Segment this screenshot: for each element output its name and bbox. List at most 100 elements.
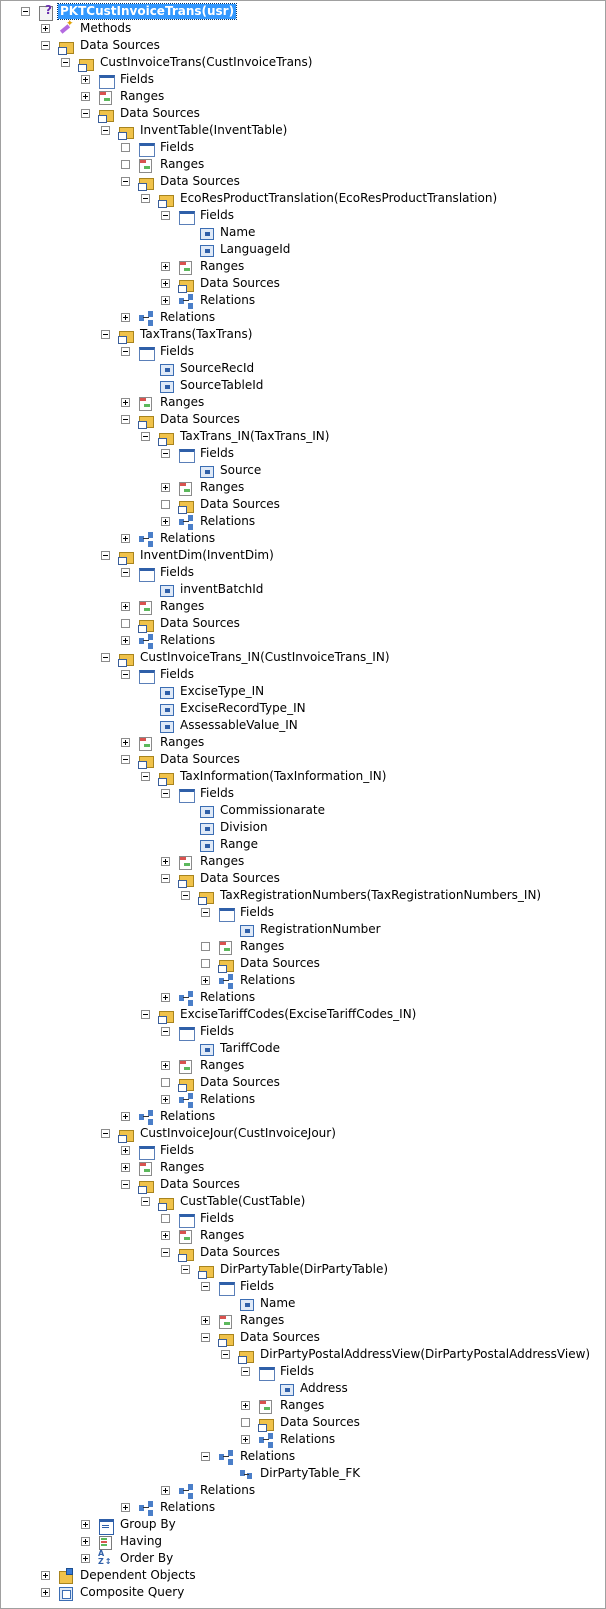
expand-toggle[interactable]	[161, 517, 170, 526]
empty-toggle[interactable]	[161, 1078, 170, 1087]
collapse-toggle[interactable]	[161, 789, 170, 798]
tree-node[interactable]: Ranges	[161, 853, 246, 870]
collapse-toggle[interactable]	[181, 891, 190, 900]
expand-toggle[interactable]	[121, 534, 130, 543]
collapse-toggle[interactable]	[121, 177, 130, 186]
tree-node[interactable]: Relations	[161, 292, 257, 309]
tree-node[interactable]: Relations	[121, 632, 217, 649]
tree-node[interactable]: Group By	[81, 1516, 178, 1535]
tree-node[interactable]: TaxRegistrationNumbers(TaxRegistrationNu…	[181, 887, 543, 905]
collapse-toggle[interactable]	[101, 1129, 110, 1138]
tree-node[interactable]: Data Sources	[121, 1176, 242, 1194]
tree-node[interactable]: Source	[181, 462, 263, 479]
tree-node[interactable]: Fields	[121, 1142, 196, 1160]
tree-node[interactable]: Relations	[121, 309, 217, 326]
tree-node[interactable]: Data Sources	[81, 105, 202, 123]
expand-toggle[interactable]	[201, 1316, 210, 1325]
tree-node[interactable]: Ranges	[121, 1159, 206, 1176]
collapse-toggle[interactable]	[201, 1282, 210, 1291]
tree-node[interactable]: Relations	[201, 1448, 297, 1465]
expand-toggle[interactable]	[121, 1163, 130, 1172]
tree-node[interactable]: TaxTrans(TaxTrans)	[101, 326, 254, 344]
collapse-toggle[interactable]	[41, 41, 50, 50]
tree-node[interactable]: SourceRecId	[141, 360, 256, 377]
collapse-toggle[interactable]	[161, 211, 170, 220]
tree-node[interactable]: Division	[181, 819, 270, 836]
tree-node[interactable]: Ranges	[81, 88, 166, 105]
tree-node[interactable]: Ranges	[121, 734, 206, 751]
collapse-toggle[interactable]	[161, 874, 170, 883]
tree-node[interactable]: Data Sources	[41, 37, 162, 55]
collapse-toggle[interactable]	[61, 58, 70, 67]
tree-node[interactable]: Data Sources	[161, 275, 282, 293]
tree-node[interactable]: inventBatchId	[141, 581, 265, 598]
tree-node[interactable]: Relations	[161, 1482, 257, 1499]
tree-node[interactable]: Fields	[161, 785, 236, 803]
tree-node[interactable]: LanguageId	[181, 241, 292, 258]
collapse-toggle[interactable]	[81, 109, 90, 118]
tree-node[interactable]: DirPartyPostalAddressView(DirPartyPostal…	[221, 1346, 592, 1364]
collapse-toggle[interactable]	[141, 1197, 150, 1206]
expand-toggle[interactable]	[121, 1146, 130, 1155]
tree-node[interactable]: Ranges	[201, 1312, 286, 1329]
tree-node[interactable]: Fields	[161, 445, 236, 463]
tree-node[interactable]: Fields	[201, 904, 276, 922]
tree-node[interactable]: Data Sources	[161, 1244, 282, 1262]
tree-node[interactable]: Ranges	[121, 598, 206, 615]
tree-node[interactable]: ExciseRecordType_IN	[141, 700, 308, 717]
tree-node[interactable]: Fields	[161, 207, 236, 225]
tree-node[interactable]: Address	[261, 1380, 350, 1397]
collapse-toggle[interactable]	[121, 1180, 130, 1189]
empty-toggle[interactable]	[121, 619, 130, 628]
tree-node[interactable]: CustInvoiceTrans_IN(CustInvoiceTrans_IN)	[101, 649, 392, 667]
collapse-toggle[interactable]	[141, 772, 150, 781]
tree-node[interactable]: Ranges	[121, 156, 206, 173]
tree-node[interactable]: Ranges	[161, 1227, 246, 1244]
expand-toggle[interactable]	[41, 1588, 50, 1597]
tree-node[interactable]: Ranges	[161, 479, 246, 496]
collapse-toggle[interactable]	[201, 1452, 210, 1461]
collapse-toggle[interactable]	[101, 126, 110, 135]
expand-toggle[interactable]	[161, 857, 170, 866]
tree-node[interactable]: Order By	[81, 1549, 175, 1567]
empty-toggle[interactable]	[161, 1214, 170, 1223]
tree-node[interactable]: ExciseType_IN	[141, 683, 266, 700]
tree-node[interactable]: Relations	[121, 1499, 217, 1516]
tree-node[interactable]: Data Sources	[121, 173, 242, 191]
collapse-toggle[interactable]	[121, 568, 130, 577]
tree-node[interactable]: Data Sources	[201, 955, 322, 973]
tree-node[interactable]: SourceTableId	[141, 377, 265, 394]
tree-node[interactable]: Ranges	[161, 1057, 246, 1074]
collapse-toggle[interactable]	[101, 551, 110, 560]
tree-node[interactable]: TaxInformation(TaxInformation_IN)	[141, 768, 388, 786]
tree-node[interactable]: Ranges	[121, 394, 206, 411]
tree-node[interactable]: Relations	[161, 1091, 257, 1108]
tree-node[interactable]: InventDim(InventDim)	[101, 547, 276, 565]
tree-node[interactable]: TariffCode	[181, 1040, 282, 1057]
tree-node[interactable]: Methods	[41, 19, 133, 37]
tree-node[interactable]: InventTable(InventTable)	[101, 122, 289, 140]
empty-toggle[interactable]	[201, 942, 210, 951]
collapse-toggle[interactable]	[201, 1333, 210, 1342]
tree-node[interactable]: Fields	[81, 71, 156, 89]
tree-node[interactable]: EcoResProductTranslation(EcoResProductTr…	[141, 190, 499, 208]
tree-node[interactable]: Data Sources	[121, 615, 242, 633]
collapse-toggle[interactable]	[141, 1010, 150, 1019]
collapse-toggle[interactable]	[121, 415, 130, 424]
tree-node[interactable]: CustInvoiceTrans(CustInvoiceTrans)	[61, 54, 314, 72]
tree-node[interactable]: Having	[81, 1533, 164, 1550]
tree-node[interactable]: TaxTrans_IN(TaxTrans_IN)	[141, 428, 331, 446]
collapse-toggle[interactable]	[161, 449, 170, 458]
empty-toggle[interactable]	[201, 959, 210, 968]
collapse-toggle[interactable]	[201, 908, 210, 917]
tree-node[interactable]: Fields	[121, 564, 196, 582]
expand-toggle[interactable]	[201, 976, 210, 985]
tree-node[interactable]: Fields	[241, 1363, 316, 1381]
tree-node[interactable]: Fields	[121, 343, 196, 361]
tree-node[interactable]: Data Sources	[161, 870, 282, 888]
tree-node[interactable]: CustInvoiceJour(CustInvoiceJour)	[101, 1125, 338, 1143]
collapse-toggle[interactable]	[121, 347, 130, 356]
tree-node[interactable]: Fields	[161, 1023, 236, 1041]
tree-node[interactable]: ExciseTariffCodes(ExciseTariffCodes_IN)	[141, 1006, 418, 1024]
expand-toggle[interactable]	[81, 1554, 90, 1563]
